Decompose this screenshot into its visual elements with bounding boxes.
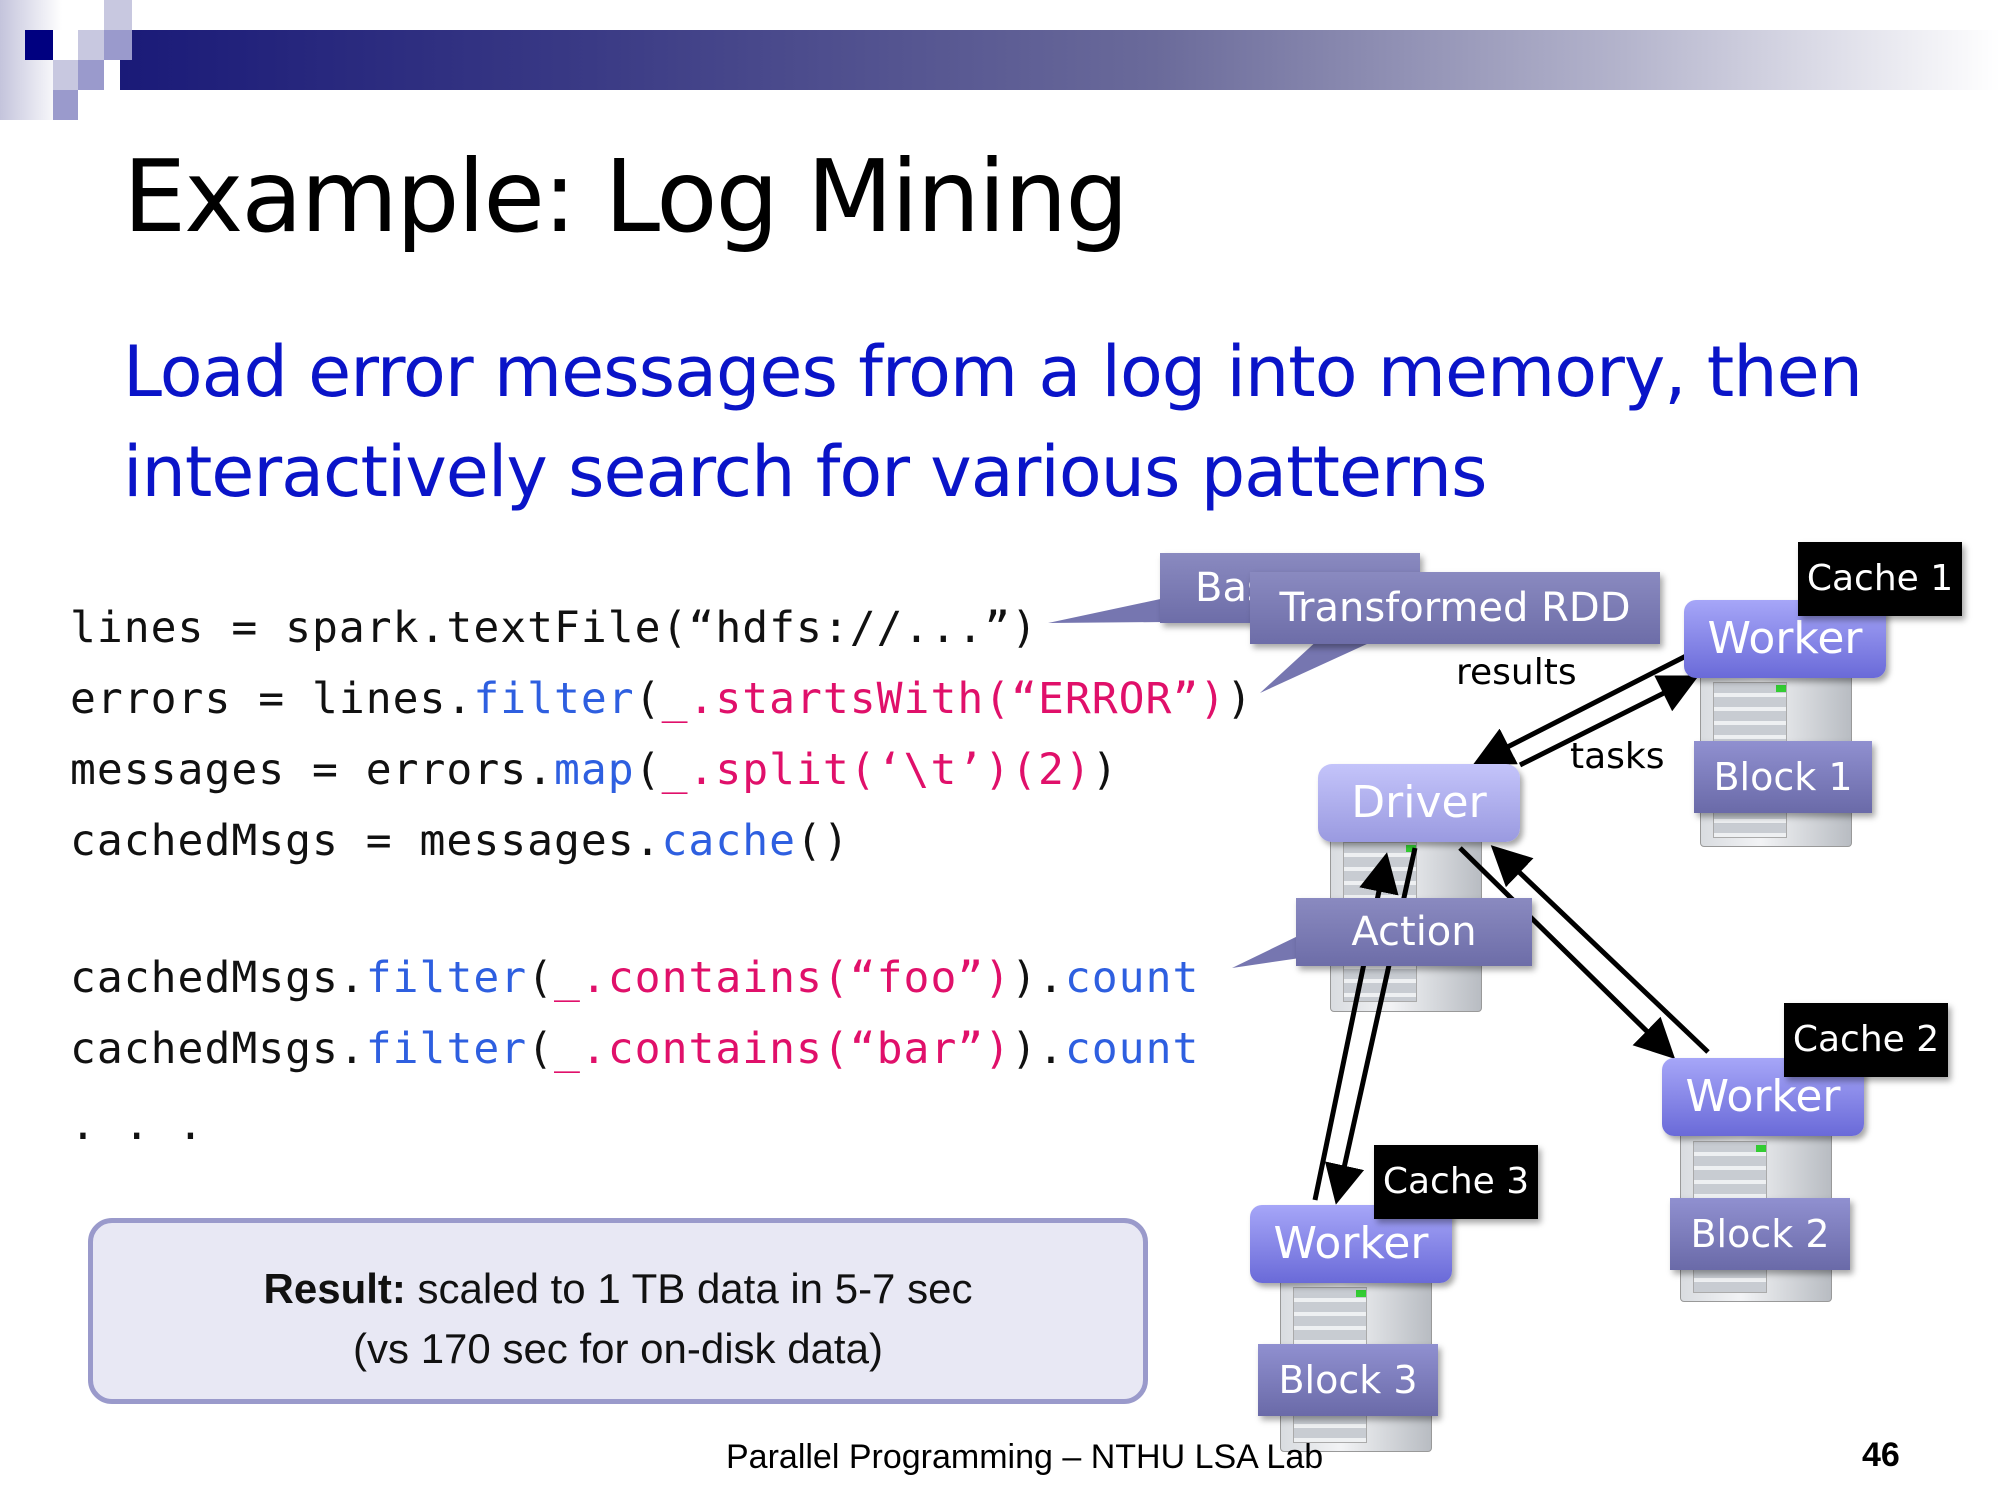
header-square — [78, 60, 104, 90]
block-2-label: Block 2 — [1690, 1212, 1830, 1256]
tasks-arrow — [1518, 675, 1699, 768]
cache-2-badge: Cache 2 — [1784, 1003, 1948, 1077]
block-1-label: Block 1 — [1713, 755, 1853, 799]
code-text: cachedMsgs = messages. — [70, 816, 662, 866]
subtitle-line-1: Load error messages from a log into memo… — [123, 331, 1863, 413]
code-text: ) — [1226, 674, 1254, 724]
code-line-6: cachedMsgs.filter(_.contains(“bar”)).cou… — [70, 1024, 1199, 1074]
code-text: errors = lines. — [70, 674, 474, 724]
header-square — [78, 30, 104, 60]
results-label: results — [1456, 652, 1577, 693]
action-callout: Action — [1296, 898, 1532, 966]
driver-node: Driver — [1318, 764, 1520, 842]
slide-subtitle: Load error messages from a log into memo… — [123, 322, 1923, 522]
code-text: ( — [527, 953, 555, 1003]
cache-1-badge: Cache 1 — [1798, 542, 1962, 616]
header-band — [120, 30, 2000, 90]
worker-3-node: Worker — [1250, 1205, 1452, 1283]
code-line-4: cachedMsgs = messages.cache() — [70, 816, 850, 866]
header-square — [53, 90, 78, 120]
header-square — [53, 30, 78, 60]
block-3-label: Block 3 — [1278, 1358, 1418, 1402]
code-keyword: filter — [473, 674, 635, 724]
result-line-2: (vs 170 sec for on-disk data) — [353, 1325, 883, 1372]
code-line-2: errors = lines.filter(_.startsWith(“ERRO… — [70, 674, 1253, 724]
header-fade — [0, 0, 62, 120]
code-text: ). — [1011, 953, 1065, 1003]
code-literal: _.startsWith(“ERROR”) — [661, 674, 1227, 724]
slide-title: Example: Log Mining — [123, 138, 1129, 255]
code-literal: _.split(‘\t’)(2) — [661, 745, 1092, 795]
worker-1-label: Worker — [1707, 613, 1863, 664]
code-ellipsis: . . . — [70, 1100, 205, 1150]
code-literal: _.contains(“foo”) — [554, 953, 1012, 1003]
header-square — [104, 0, 132, 30]
code-line-1: lines = spark.textFile(“hdfs://...”) — [70, 603, 1038, 653]
code-text: cachedMsgs. — [70, 1024, 366, 1074]
subtitle-line-2: interactively search for various pattern… — [123, 431, 1487, 513]
result-text: scaled to 1 TB data in 5-7 sec — [405, 1265, 973, 1312]
result-line-1: Result: scaled to 1 TB data in 5-7 sec — [93, 1259, 1143, 1319]
header-square — [62, 0, 90, 30]
code-keyword: map — [554, 745, 635, 795]
transformed-rdd-callout: Transformed RDD — [1250, 572, 1660, 644]
code-text: ( — [634, 674, 662, 724]
worker-3-label: Worker — [1273, 1218, 1429, 1269]
code-keyword: cache — [661, 816, 796, 866]
block-2-box: Block 2 — [1670, 1198, 1850, 1270]
code-keyword: count — [1064, 1024, 1200, 1074]
transformed-rdd-label: Transformed RDD — [1279, 585, 1631, 631]
action-callout-tail — [1232, 935, 1300, 968]
code-text: ( — [527, 1024, 555, 1074]
header-square — [53, 60, 78, 90]
code-text: lines = spark.textFile(“hdfs://...”) — [70, 603, 1038, 653]
code-keyword: filter — [365, 953, 528, 1003]
block-1-box: Block 1 — [1694, 741, 1872, 813]
header-square — [104, 30, 132, 60]
code-line-3: messages = errors.map(_.split(‘\t’)(2)) — [70, 745, 1119, 795]
code-text: () — [796, 816, 850, 866]
block-3-box: Block 3 — [1258, 1344, 1438, 1416]
cache-2-label: Cache 2 — [1792, 1019, 1940, 1060]
code-literal: _.contains(“bar”) — [554, 1024, 1012, 1074]
transformed-rdd-callout-tail — [1260, 638, 1380, 693]
page-number: 46 — [1862, 1436, 1900, 1474]
code-line-5: cachedMsgs.filter(_.contains(“foo”)).cou… — [70, 953, 1199, 1003]
code-text: ( — [634, 745, 662, 795]
result-label: Result: — [263, 1265, 406, 1312]
cache-3-label: Cache 3 — [1382, 1161, 1530, 1202]
header-square — [25, 30, 53, 60]
action-label: Action — [1351, 909, 1477, 955]
driver-label: Driver — [1351, 777, 1487, 828]
results-arrow — [1473, 652, 1690, 765]
worker2-to-driver-arrow — [1490, 845, 1710, 1054]
worker-2-label: Worker — [1685, 1071, 1841, 1122]
code-text: cachedMsgs. — [70, 953, 366, 1003]
base-rdd-callout-tail — [1048, 598, 1165, 623]
cache-1-label: Cache 1 — [1806, 558, 1954, 599]
cache-3-badge: Cache 3 — [1374, 1145, 1538, 1219]
worker-1-node: Worker — [1684, 600, 1886, 678]
code-text: ) — [1091, 745, 1119, 795]
result-box: Result: scaled to 1 TB data in 5-7 sec (… — [88, 1218, 1148, 1404]
tasks-label: tasks — [1570, 736, 1665, 777]
code-text: messages = errors. — [70, 745, 554, 795]
code-keyword: count — [1064, 953, 1200, 1003]
code-text: ). — [1011, 1024, 1065, 1074]
code-keyword: filter — [365, 1024, 528, 1074]
footer-text: Parallel Programming – NTHU LSA Lab — [726, 1438, 1324, 1476]
